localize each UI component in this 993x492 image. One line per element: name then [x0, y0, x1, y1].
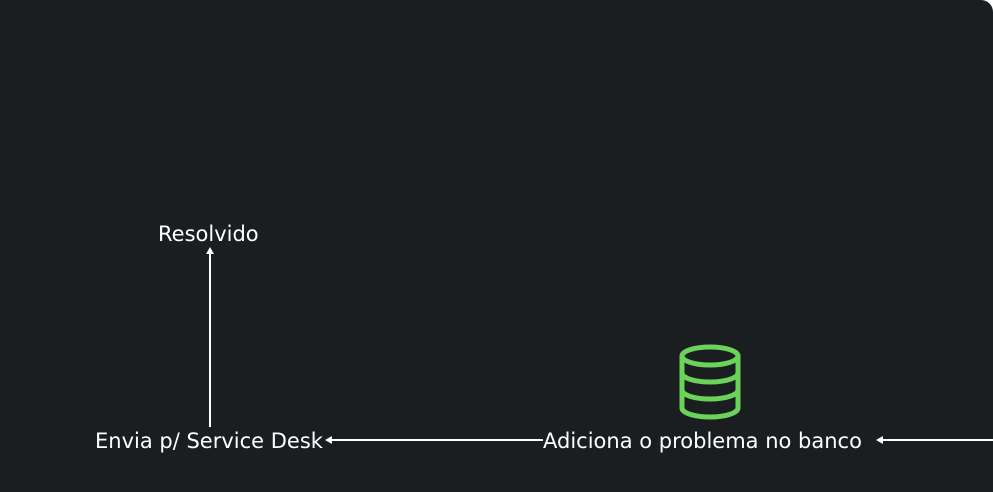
edge-incoming-to-adiciona	[876, 436, 993, 444]
database-icon	[679, 344, 741, 420]
node-envia-service-desk: Envia p/ Service Desk	[95, 429, 323, 453]
edge-adiciona-to-envia	[325, 436, 543, 444]
edge-envia-to-resolvido	[206, 247, 214, 427]
node-resolvido: Resolvido	[158, 222, 259, 246]
node-adiciona-problema: Adiciona o problema no banco	[543, 429, 862, 453]
